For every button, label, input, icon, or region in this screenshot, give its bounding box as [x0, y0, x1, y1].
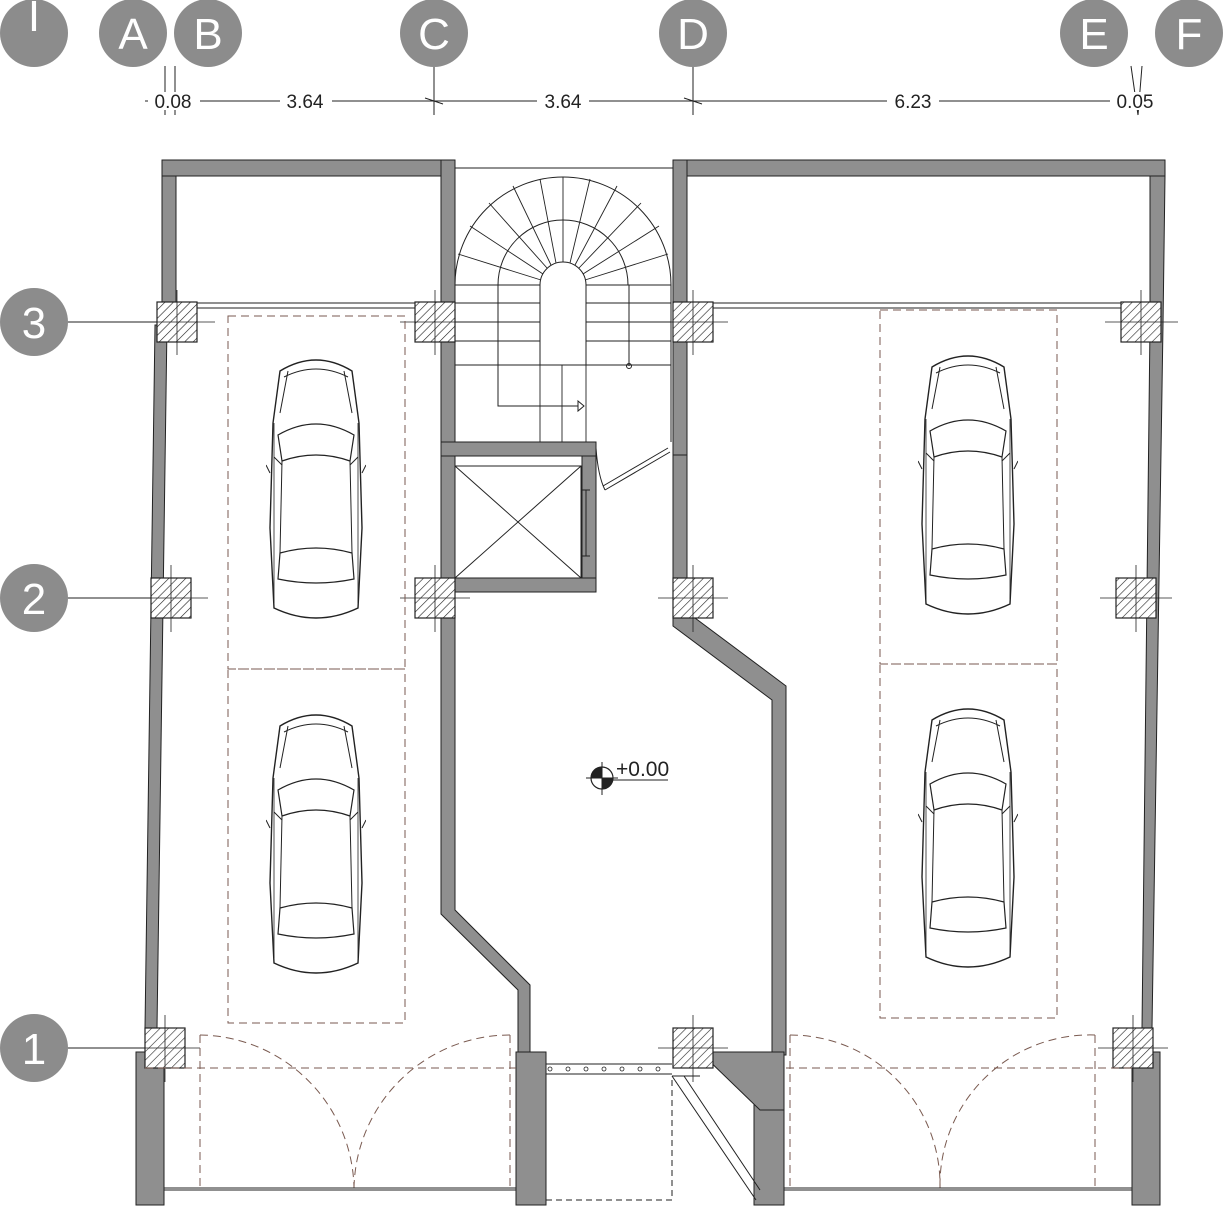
grid-bubble-3 [0, 288, 68, 356]
door-swing-left-a [199, 1034, 355, 1189]
wall-bottom-wedge [698, 1051, 785, 1111]
wall-stair-left [440, 159, 456, 606]
car-icon [266, 359, 366, 619]
dim-label-de: 6.23 [895, 92, 932, 113]
grid-bubble-C [400, 0, 468, 67]
column-axes [130, 290, 1178, 1082]
grid-bubble-F [1155, 0, 1223, 67]
grid-bubble-I [0, 0, 68, 67]
grid-bubble-A [99, 0, 167, 67]
parking-bay-right-bottom [879, 663, 1058, 1019]
grid-bubble-1 [0, 1014, 68, 1082]
grid-label-3: 3 [22, 299, 46, 348]
wall-bottom-mid-left [515, 1051, 547, 1206]
dim-label-ef: 0.05 [1117, 92, 1154, 113]
grid-label-A: A [118, 10, 148, 59]
grid-columns: I A B C D E F [0, 0, 1223, 116]
wall-elevator-bottom [440, 577, 597, 593]
wall-ramp-right [672, 454, 787, 1056]
walls [135, 159, 1166, 1206]
wall-top-left [161, 159, 446, 177]
level-marker-icon [586, 762, 618, 795]
wall-bottom-left [135, 1051, 165, 1206]
car-icon [918, 708, 1018, 968]
level-label: +0.00 [616, 758, 669, 781]
parking-bay-left-bottom [227, 668, 406, 1024]
car-icon [918, 355, 1018, 615]
grid-bubble-D [659, 0, 727, 67]
level-marker: +0.00 [586, 758, 669, 795]
grid-rows: 3 2 1 [0, 288, 185, 1082]
dim-label-ab: 0.08 [155, 92, 192, 113]
dimension-line: 0.08 3.64 3.64 6.23 0.05 [145, 92, 1162, 113]
grid-label-C: C [418, 10, 450, 59]
grid-bubble-E [1060, 0, 1128, 67]
parking-bays [227, 309, 1058, 1024]
garage-doors [145, 1034, 1132, 1189]
spiral-stair-icon [454, 176, 672, 442]
grid-label-E: E [1079, 10, 1108, 59]
beam-lines [176, 167, 1150, 309]
door-swing-right-a [789, 1034, 941, 1189]
car-icon [266, 714, 366, 974]
wall-stair-bottom [440, 441, 597, 457]
grid-label-B: B [193, 10, 222, 59]
dim-label-bc: 3.64 [287, 92, 324, 113]
grid-bubble-B [174, 0, 242, 67]
elevator-icon [454, 465, 590, 579]
door-swing-right-b [939, 1034, 1096, 1189]
parking-bay-right-top [879, 309, 1058, 665]
stair-door [595, 447, 671, 491]
door-swing-left-b [353, 1034, 511, 1189]
grid-label-F: F [1176, 10, 1203, 59]
wall-top-right [672, 159, 1166, 177]
columns [144, 301, 1162, 1069]
entrance-door [671, 1075, 761, 1201]
grid-label-I: I [28, 0, 40, 41]
grid-label-D: D [677, 10, 709, 59]
grid-label-2: 2 [22, 575, 46, 624]
wall-bottom-right [1131, 1051, 1161, 1206]
grid-label-1: 1 [22, 1025, 46, 1074]
parking-bay-left-top [227, 315, 406, 670]
grid-bubble-2 [0, 564, 68, 632]
wall-elevator-right [581, 455, 597, 591]
dim-label-cd: 3.64 [545, 92, 582, 113]
wall-ramp-left [440, 589, 531, 1056]
gate-rails [164, 1063, 1132, 1201]
